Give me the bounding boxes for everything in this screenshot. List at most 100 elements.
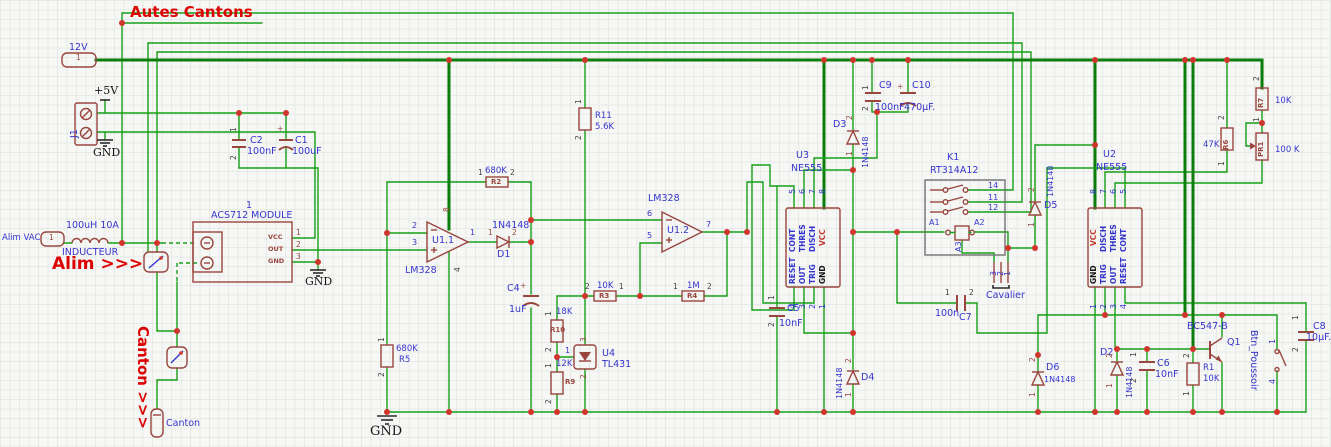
junction-dot <box>1274 409 1280 415</box>
screw-terminal-j1[interactable] <box>74 102 98 146</box>
diode-d4[interactable] <box>845 369 861 385</box>
gnd-main: GND <box>370 424 403 439</box>
u2-reset: RESET <box>1119 257 1128 284</box>
r5-pin2: 2 <box>377 372 386 377</box>
pin-header-canton[interactable] <box>150 408 164 438</box>
q1-ref: Q1 <box>1227 337 1241 348</box>
c6-ref: C6 <box>1157 358 1170 369</box>
u3-pin3: 3 <box>798 303 807 309</box>
capacitor-c10[interactable] <box>899 92 917 107</box>
d2-ref: D2 <box>1100 347 1114 358</box>
jumper-canton[interactable] <box>166 346 188 369</box>
r5-ref: R5 <box>399 355 411 365</box>
opamp-u1-1[interactable] <box>426 220 470 264</box>
junction-dot <box>528 409 534 415</box>
junction-dot <box>821 57 827 63</box>
opamp-u1-2[interactable] <box>661 210 704 254</box>
resistor-r5[interactable] <box>380 344 394 368</box>
resistor-r11[interactable] <box>578 107 592 131</box>
capacitor-c8[interactable] <box>1298 331 1314 341</box>
r10-ref: R10 <box>550 326 566 334</box>
c10-ref: C10 <box>912 80 931 91</box>
u4-pin1: 1 <box>565 346 571 355</box>
c2-ref: C2 <box>250 135 263 146</box>
diode-d1[interactable] <box>496 234 511 250</box>
junction-dot <box>1259 120 1265 126</box>
d4-pin2: 2 <box>844 358 853 363</box>
r4-value: 1M <box>687 281 700 291</box>
d6-pin2: 2 <box>1028 357 1037 362</box>
transistor-q1[interactable] <box>1209 337 1223 363</box>
acs712-module[interactable] <box>192 221 293 283</box>
c2-pin2: 2 <box>229 155 238 160</box>
k1-pin11: 11 <box>988 193 999 202</box>
junction-dot <box>1182 57 1188 63</box>
capacitor-c7[interactable] <box>956 295 966 311</box>
inductor-l1[interactable] <box>71 237 109 244</box>
resistor-r4[interactable] <box>681 290 705 302</box>
pin-header-12v[interactable] <box>61 52 97 68</box>
c1-value: 100uF <box>292 146 322 157</box>
c8-value: 10µF. <box>1306 332 1331 343</box>
u2-pin3: 3 <box>1109 303 1118 309</box>
capacitor-c5[interactable] <box>769 307 785 317</box>
r2-value: 680K <box>485 166 507 176</box>
junction-dot <box>119 20 125 26</box>
timer-u3[interactable] <box>785 207 841 288</box>
u11-pin1: 1 <box>470 228 476 237</box>
u11-pin2: 2 <box>412 221 418 230</box>
capacitor-c1[interactable] <box>278 139 294 151</box>
u12-ref: U1.2 <box>667 225 690 236</box>
resistor-r10[interactable] <box>550 319 564 343</box>
resistor-r7[interactable] <box>1255 87 1269 111</box>
junction-dot <box>1144 346 1150 352</box>
diode-d2[interactable] <box>1109 360 1125 376</box>
trimmer-pr1[interactable] <box>1250 132 1269 161</box>
shunt-ref-u4[interactable] <box>573 344 597 370</box>
resistor-r2[interactable] <box>485 176 509 188</box>
pr1-value: 100 K <box>1275 145 1300 155</box>
d4-value: 1N4148 <box>835 367 844 399</box>
resistor-r1[interactable] <box>1186 362 1200 386</box>
r5-pin1: 1 <box>377 337 386 342</box>
junction-dot <box>1035 352 1041 358</box>
u11-pin4: 4 <box>453 267 462 272</box>
resistor-r9[interactable] <box>550 371 564 395</box>
jumper-alim[interactable] <box>143 251 169 273</box>
junction-dot <box>1144 409 1150 415</box>
diode-d5[interactable] <box>1027 200 1043 216</box>
diode-d3[interactable] <box>845 129 861 145</box>
timer-u2[interactable] <box>1087 207 1143 288</box>
jumper-cavalier[interactable] <box>992 262 1010 289</box>
junction-dot <box>724 229 730 235</box>
capacitor-c9[interactable] <box>865 92 881 102</box>
k1-a2: A2 <box>974 218 985 227</box>
pushbutton-switch[interactable] <box>1274 348 1287 373</box>
junction-dot <box>850 330 856 336</box>
junction-dot <box>1114 409 1120 415</box>
diode-d6[interactable] <box>1030 370 1046 386</box>
r3-ref: R3 <box>599 292 610 300</box>
junction-dot <box>894 229 900 235</box>
resistor-r6[interactable] <box>1220 127 1234 151</box>
pin-header-alim-vac[interactable] <box>40 231 65 247</box>
resistor-r3[interactable] <box>593 290 617 302</box>
junction-dot <box>1102 312 1108 318</box>
junction-dot <box>1114 346 1120 352</box>
junction-dot <box>1092 142 1098 148</box>
module-vcc: VCC <box>268 233 283 241</box>
u2-pin5: 5 <box>1119 188 1128 194</box>
capacitor-c6[interactable] <box>1139 361 1155 371</box>
label-alim-arrow: Alim >>> <box>52 254 144 274</box>
r6-pin1: 1 <box>1217 161 1226 166</box>
k1-value: RT314A12 <box>930 165 979 176</box>
capacitor-c2[interactable] <box>232 139 246 148</box>
u3-pin5: 5 <box>788 188 797 194</box>
d1-ref: D1 <box>497 249 511 260</box>
relay-k1[interactable] <box>924 179 1006 256</box>
u3-pin8: 8 <box>818 188 827 194</box>
u3-vcc: VCC <box>818 229 827 246</box>
capacitor-c4[interactable] <box>522 295 540 307</box>
